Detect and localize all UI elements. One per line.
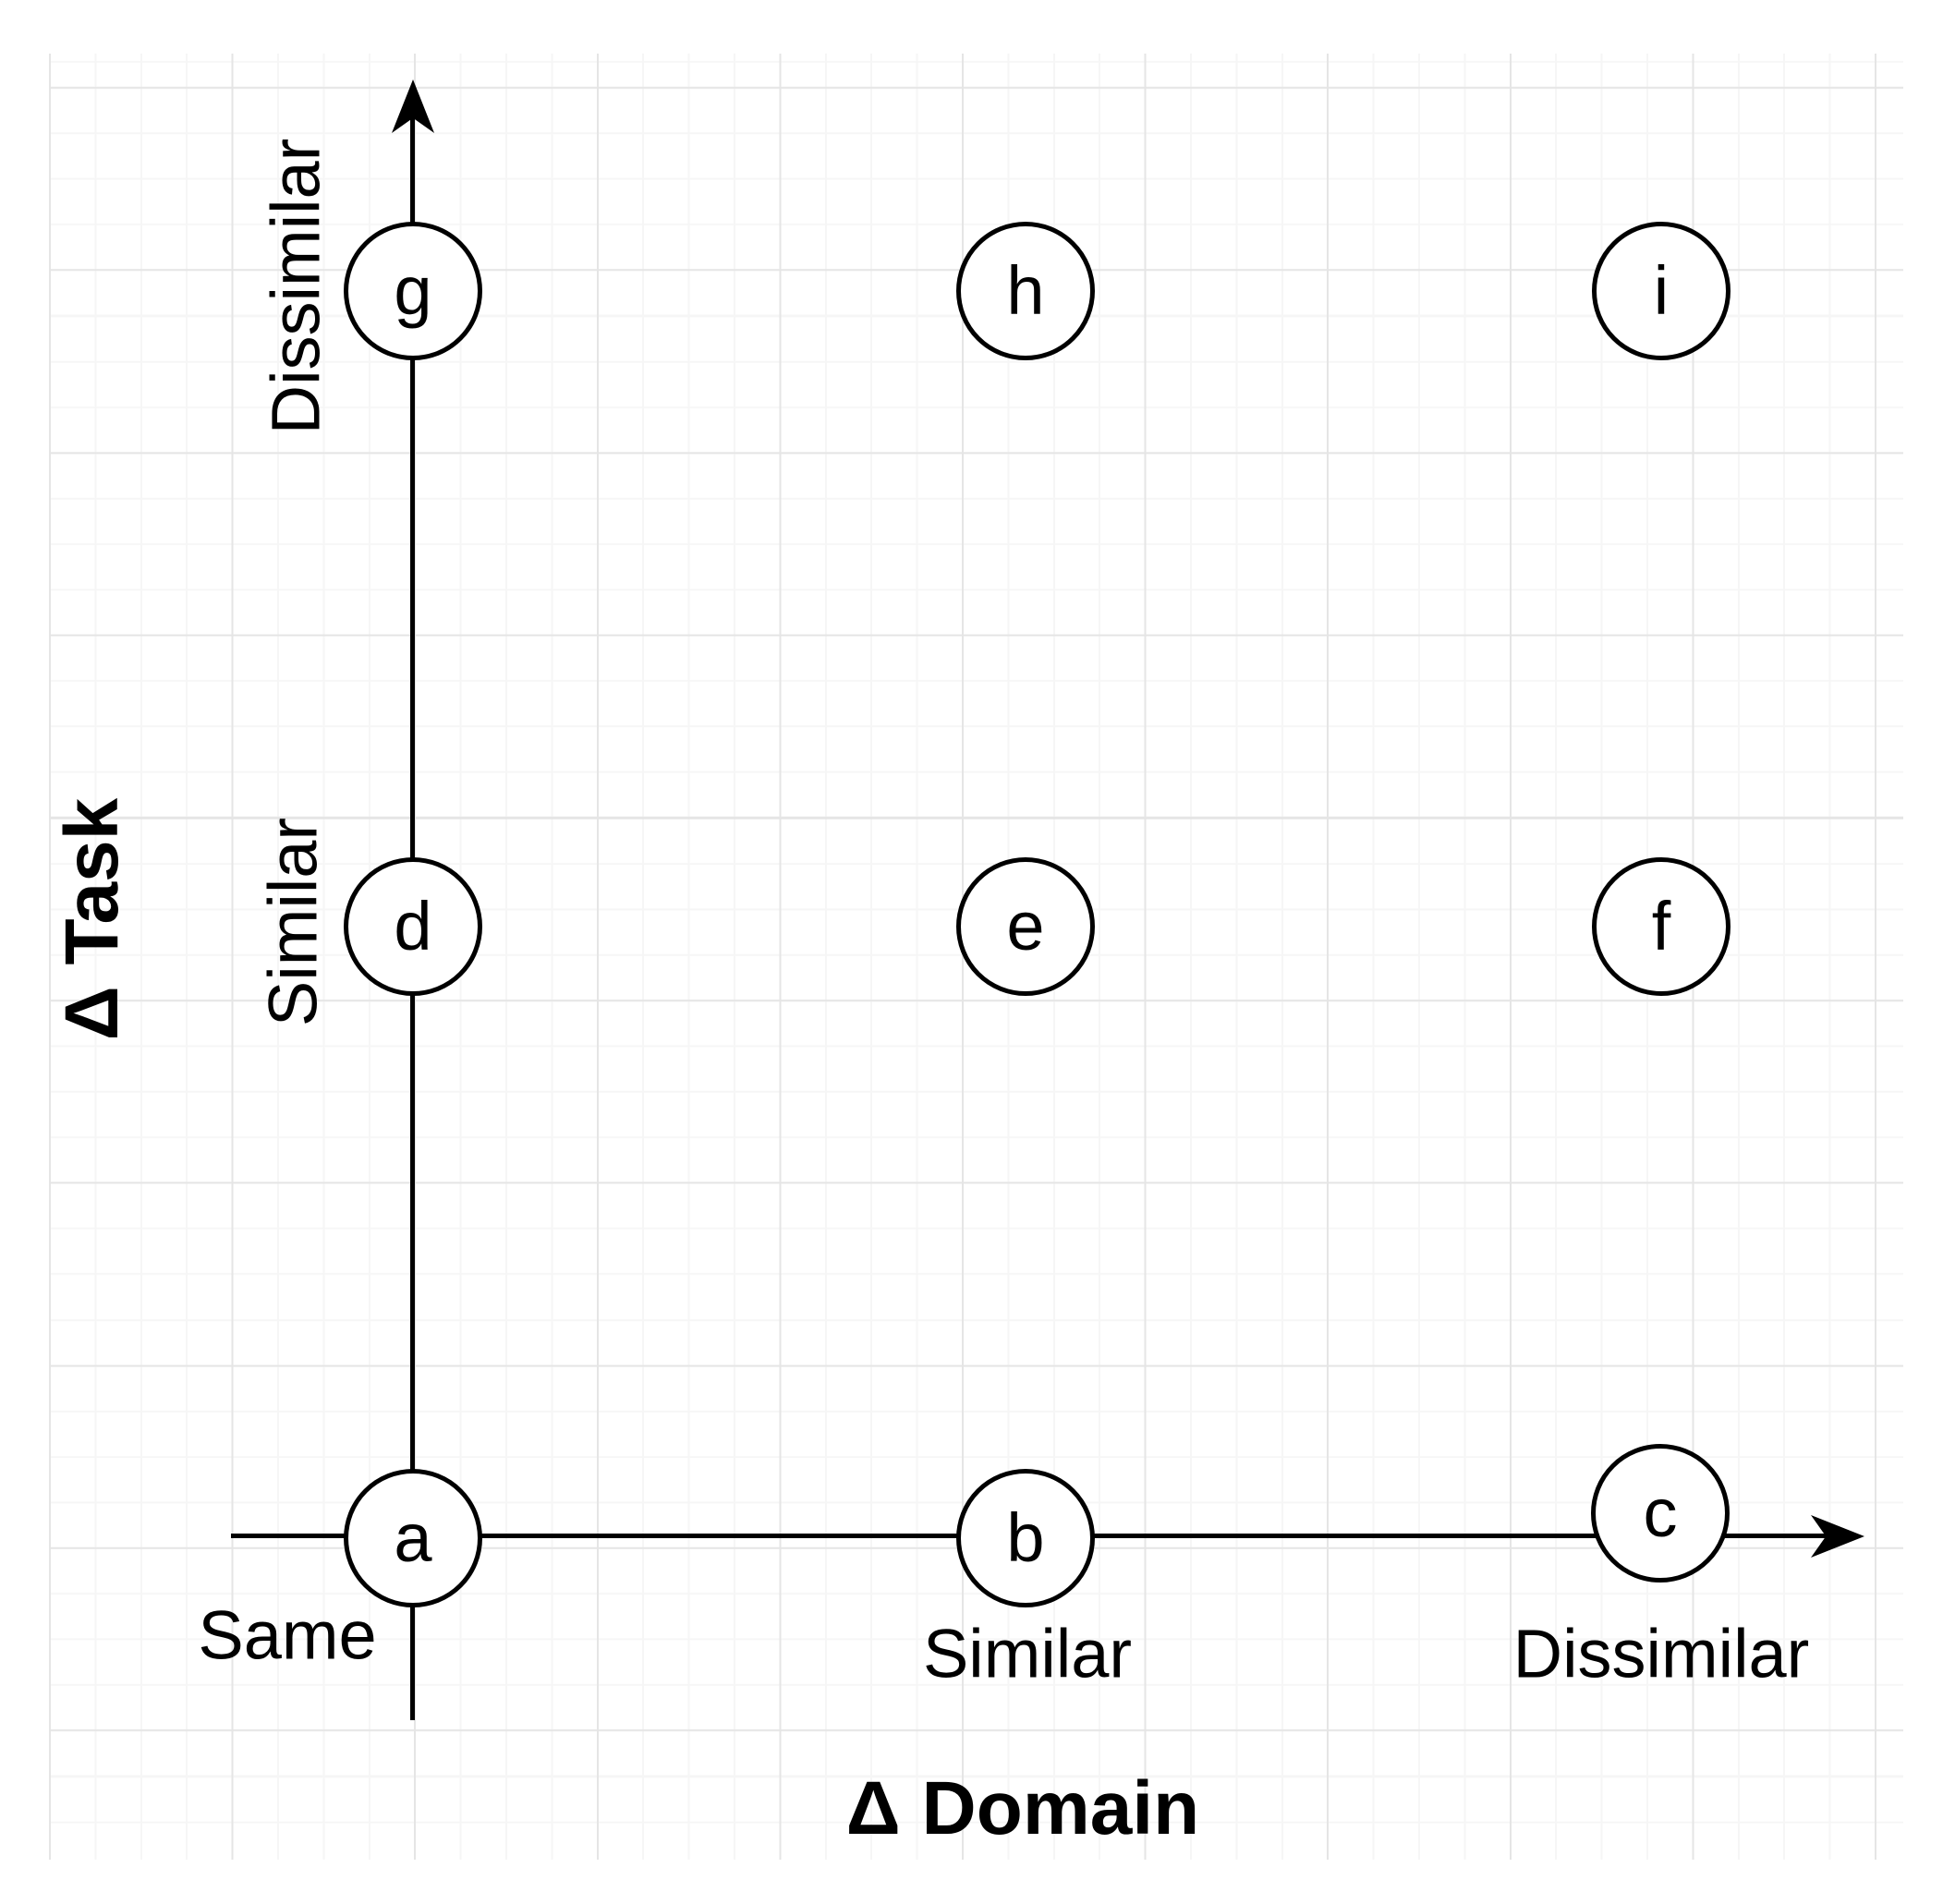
x-tick-similar: Similar <box>922 1615 1133 1692</box>
node-label-e: e <box>1006 888 1045 964</box>
node-circle-a: a <box>344 1469 482 1607</box>
y-tick-similar: Similar <box>254 817 332 1027</box>
node-circle-c: c <box>1591 1444 1730 1583</box>
node-circle-i: i <box>1592 222 1730 360</box>
node-circle-d: d <box>344 857 482 996</box>
node-label-g: g <box>394 252 432 329</box>
node-circle-e: e <box>956 857 1095 996</box>
node-label-b: b <box>1006 1499 1045 1576</box>
x-tick-same: Same <box>198 1596 377 1674</box>
x-axis-title: Δ Domain <box>845 1766 1200 1850</box>
node-label-a: a <box>394 1499 432 1576</box>
node-label-h: h <box>1006 252 1045 329</box>
y-tick-dissimilar: Dissimilar <box>257 138 334 435</box>
node-circle-b: b <box>956 1469 1095 1607</box>
node-label-c: c <box>1643 1474 1678 1551</box>
node-circle-f: f <box>1592 857 1730 996</box>
x-tick-dissimilar: Dissimilar <box>1512 1615 1810 1692</box>
node-circle-g: g <box>344 222 482 360</box>
node-label-i: i <box>1653 252 1670 329</box>
node-circle-h: h <box>956 222 1095 360</box>
node-label-f: f <box>1651 888 1671 964</box>
y-axis-title: Δ Task <box>50 797 134 1041</box>
node-label-d: d <box>394 888 432 964</box>
